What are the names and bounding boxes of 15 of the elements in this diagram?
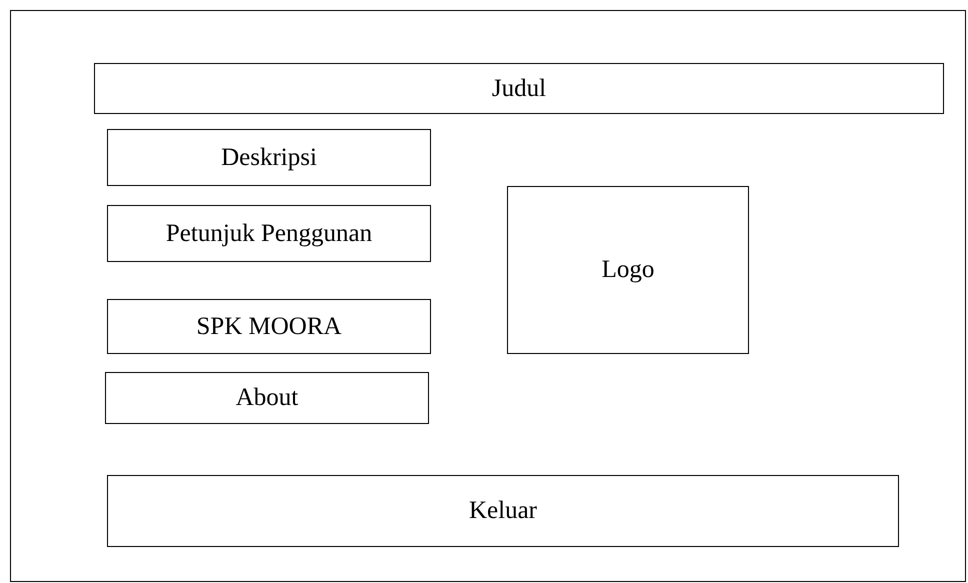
wireframe-box: [94, 63, 944, 114]
box-label: SPK MOORA: [196, 312, 342, 340]
box-label: Deskripsi: [221, 144, 317, 172]
box-label: About: [236, 384, 298, 412]
box-label: Judul: [492, 74, 546, 102]
box-label: Logo: [602, 256, 654, 284]
wireframe-box: [105, 372, 429, 424]
wireframe-box: [107, 475, 899, 547]
wireframe-box: [107, 129, 431, 186]
box-label: Petunjuk Penggunan: [166, 220, 372, 248]
frame-box: [10, 10, 966, 582]
wireframe-box: [107, 299, 431, 354]
wireframe-box: [507, 186, 749, 354]
wireframe-box: [107, 205, 431, 262]
box-label: Keluar: [468, 497, 538, 525]
